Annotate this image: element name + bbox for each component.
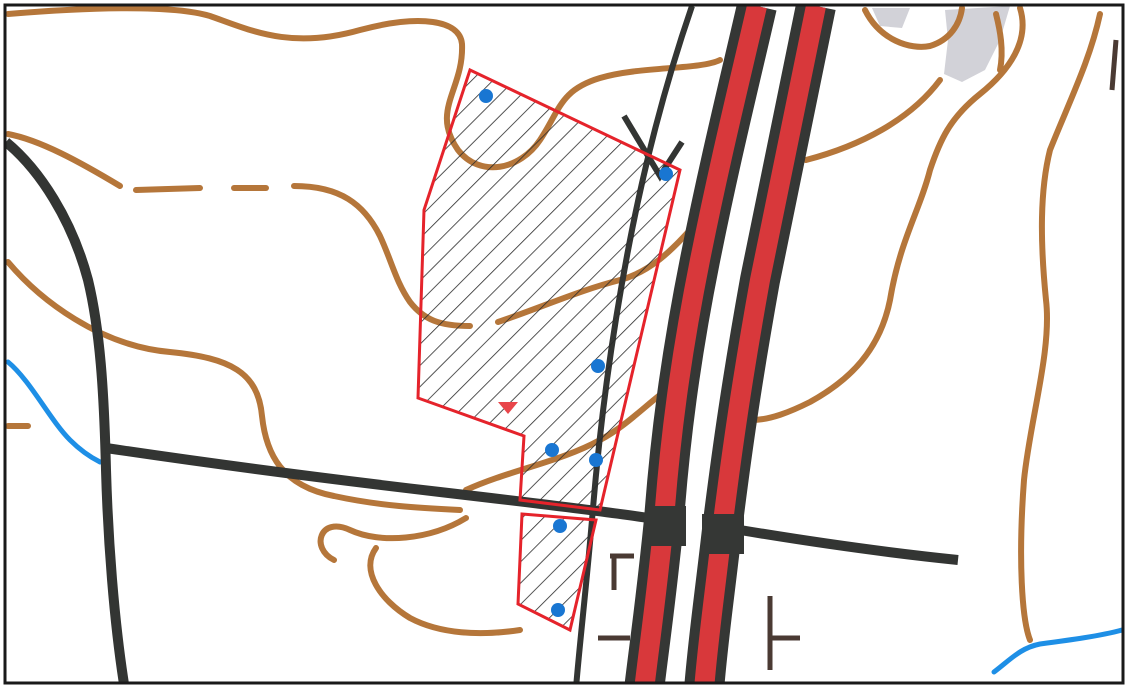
parcel-main <box>416 67 682 512</box>
building-area <box>872 8 910 28</box>
contour-line <box>803 77 943 163</box>
road <box>105 443 661 525</box>
contour-line <box>317 515 469 563</box>
building-areas <box>872 6 1010 82</box>
stream <box>991 627 1122 675</box>
blue-circle-marker-icon[interactable] <box>589 453 603 467</box>
contour-line <box>862 6 965 50</box>
stream <box>6 359 103 465</box>
highway-fill-west <box>634 6 767 682</box>
blue-circle-marker-icon[interactable] <box>659 167 673 181</box>
blue-circle-marker-icon[interactable] <box>553 519 567 533</box>
bridge-block <box>702 514 744 554</box>
parcel-polygons <box>416 67 682 633</box>
contour-line <box>749 6 1026 423</box>
blue-circle-marker-icon[interactable] <box>551 603 565 617</box>
contour-line <box>133 185 203 193</box>
highway <box>624 6 836 682</box>
contour-line <box>367 545 523 637</box>
bridge-block <box>646 506 686 546</box>
blue-circle-marker-icon[interactable] <box>545 443 559 457</box>
contour-line <box>993 11 1005 73</box>
bridge-blocks <box>646 506 744 554</box>
parcel-south <box>516 512 598 633</box>
minor-line <box>1109 39 1119 91</box>
road-network <box>6 138 959 682</box>
point-markers <box>479 89 673 617</box>
highway-fill-east <box>694 6 826 682</box>
building-area <box>944 6 1010 82</box>
contour-line <box>6 131 123 189</box>
road <box>6 138 129 682</box>
minor-lines <box>598 39 1119 670</box>
red-triangle-marker-icon[interactable] <box>498 402 518 414</box>
contour-line <box>6 6 723 171</box>
road <box>739 525 959 565</box>
water-lines <box>6 359 1122 675</box>
map-border <box>3 3 1125 685</box>
blue-circle-marker-icon[interactable] <box>591 359 605 373</box>
blue-circle-marker-icon[interactable] <box>479 89 493 103</box>
contour-line <box>1018 11 1103 643</box>
